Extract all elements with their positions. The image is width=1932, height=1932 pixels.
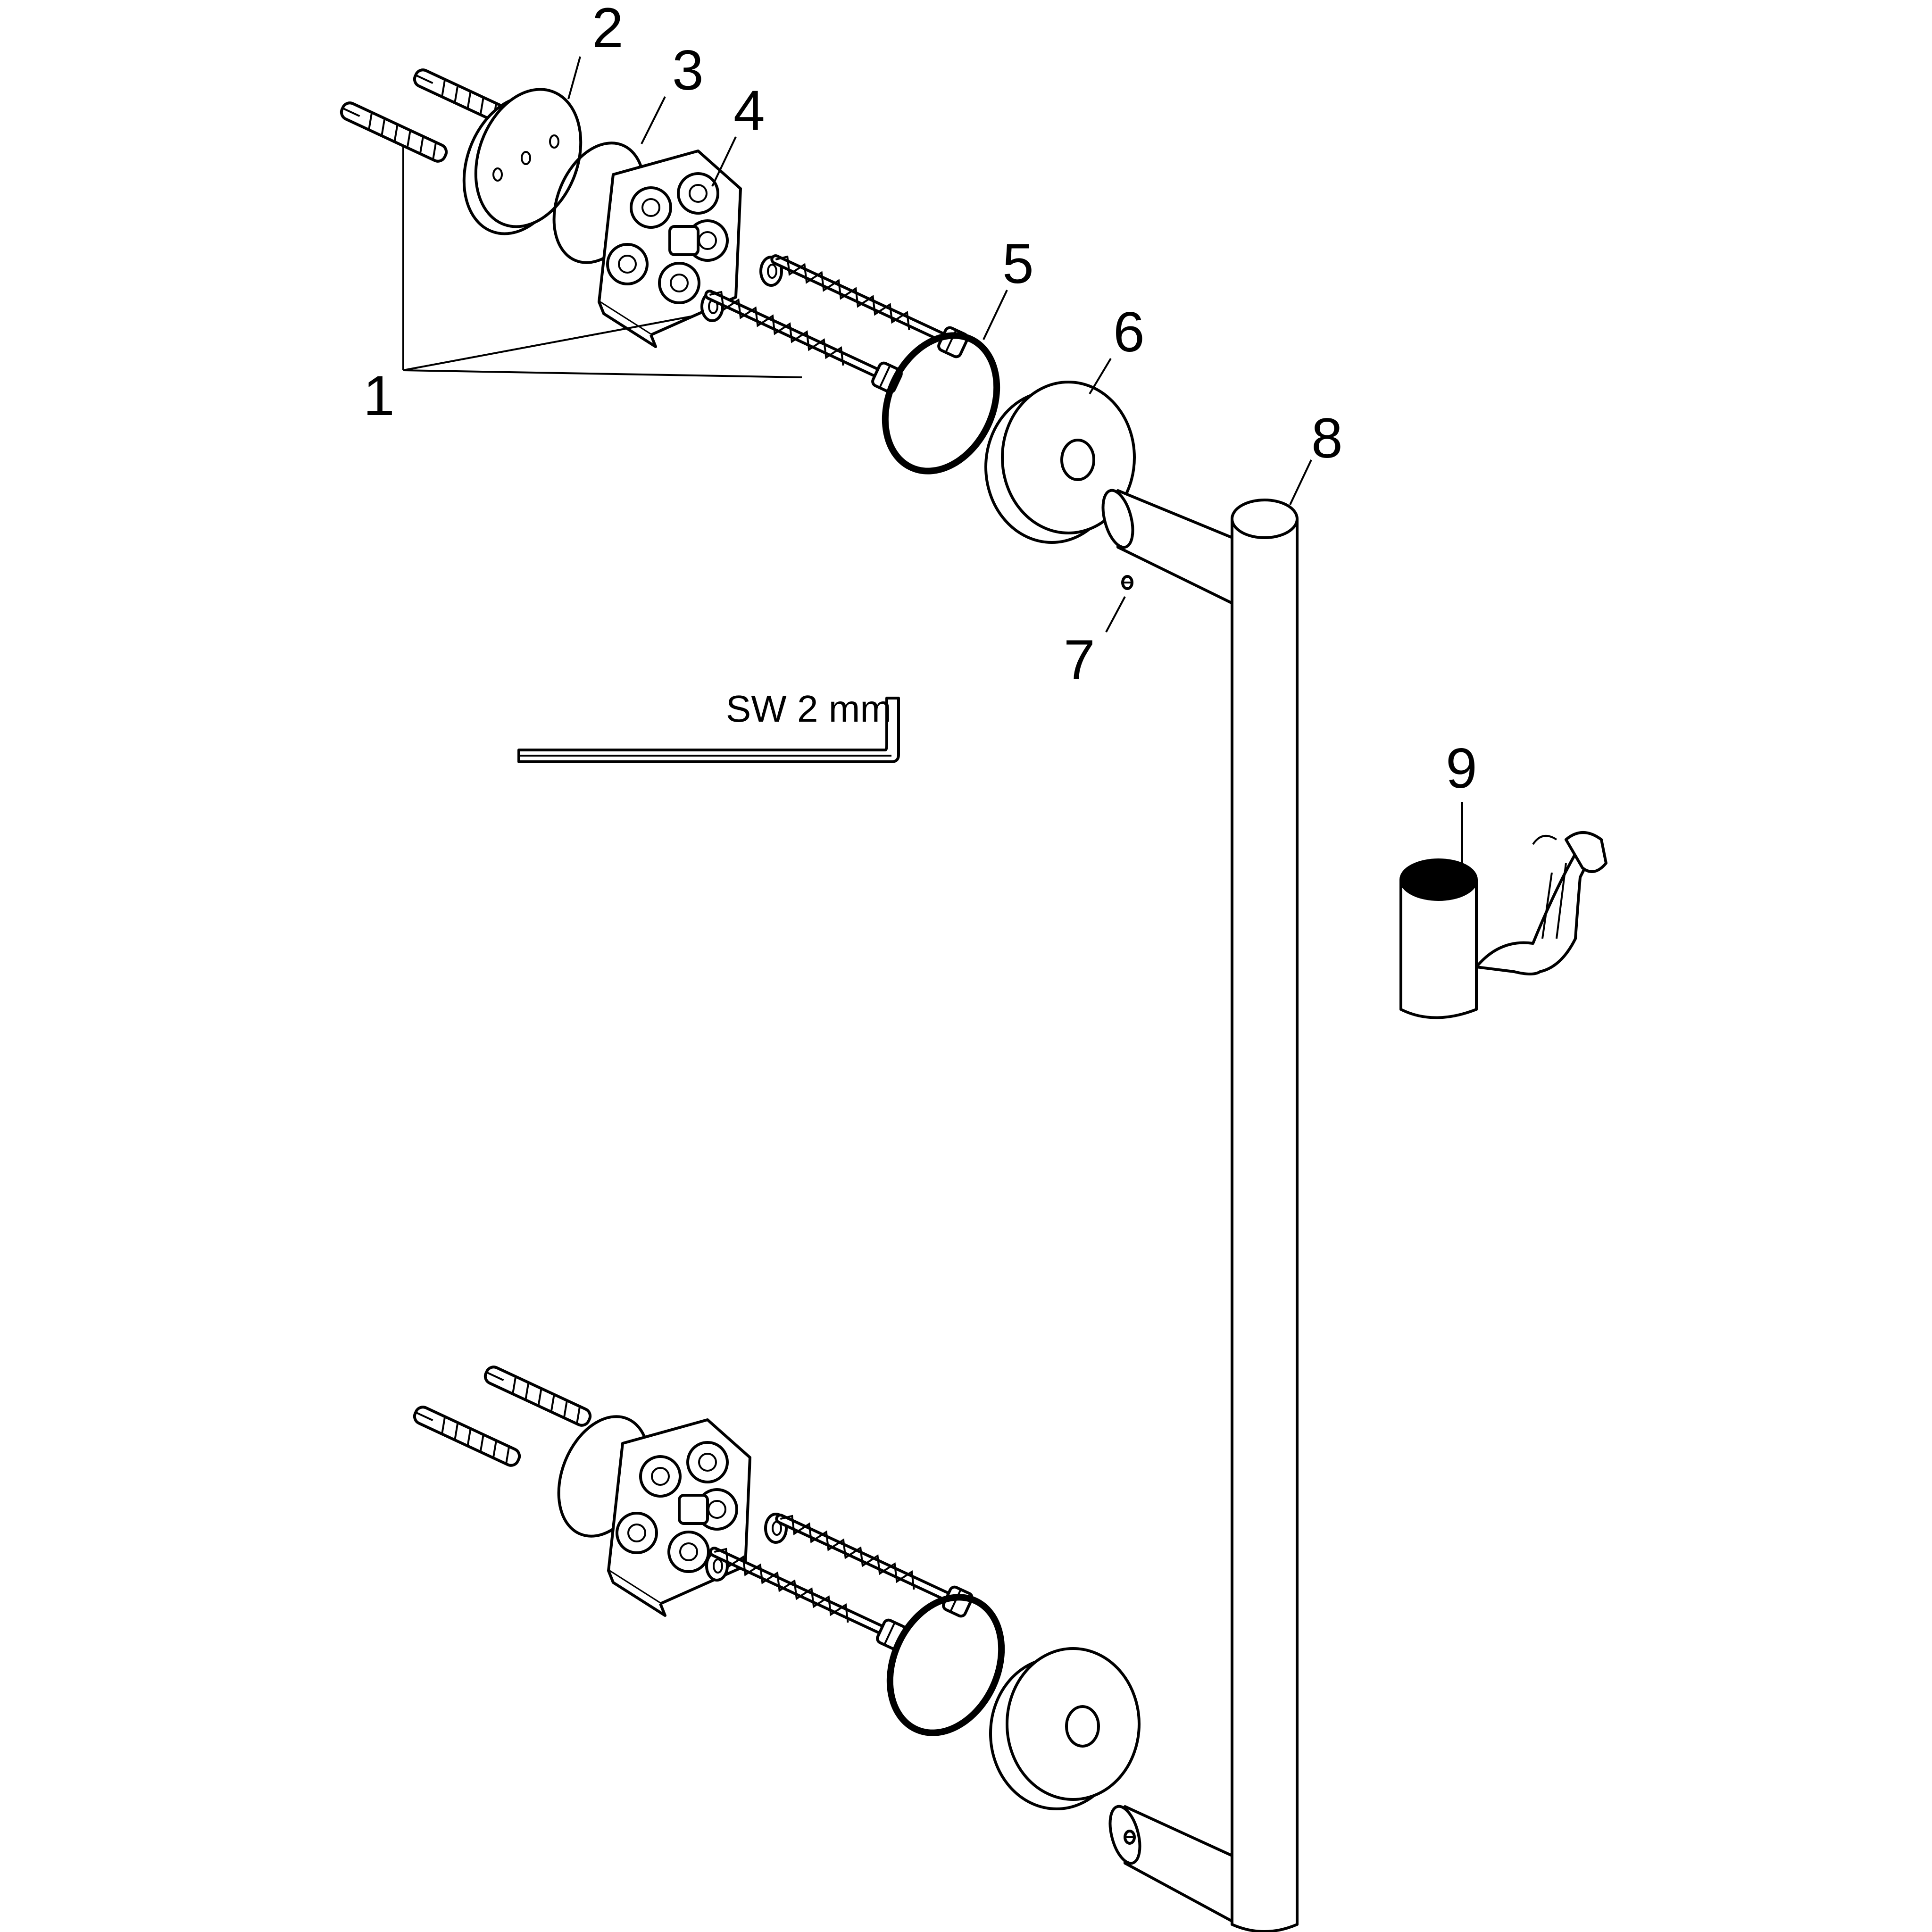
handshower-holder bbox=[1399, 831, 1607, 1019]
label-part-6: 6 bbox=[1113, 300, 1145, 364]
o-ring-bottom bbox=[886, 1594, 1005, 1736]
label-part-4: 4 bbox=[733, 79, 765, 142]
allen-key bbox=[517, 697, 900, 763]
set-screw-bottom bbox=[1125, 1831, 1134, 1843]
leader-lines bbox=[402, 56, 1463, 863]
mounting-plate-bottom bbox=[608, 1420, 750, 1616]
rosette-cover-bottom bbox=[991, 1649, 1139, 1809]
cover-disc bbox=[462, 88, 583, 235]
label-part-3: 3 bbox=[672, 39, 704, 102]
label-part-9: 9 bbox=[1446, 737, 1477, 800]
part-labels: 1 2 3 4 5 6 7 8 9 SW 2 mm bbox=[363, 0, 1477, 800]
bottom-mount-assembly bbox=[412, 1365, 1139, 1843]
label-part-7: 7 bbox=[1064, 628, 1095, 691]
allen-key-label: SW 2 mm bbox=[726, 688, 891, 730]
top-mount-assembly bbox=[339, 67, 1134, 589]
set-screw bbox=[1123, 576, 1132, 589]
label-part-8: 8 bbox=[1311, 407, 1343, 470]
dowel-lower bbox=[339, 100, 449, 164]
shower-rail bbox=[1101, 489, 1299, 1932]
o-ring bbox=[882, 332, 1000, 475]
dowel-upper-bottom bbox=[483, 1365, 593, 1428]
label-part-5: 5 bbox=[1002, 232, 1034, 295]
dowel-lower-bottom bbox=[412, 1405, 522, 1468]
label-part-1: 1 bbox=[363, 364, 395, 427]
label-part-2: 2 bbox=[592, 0, 624, 59]
